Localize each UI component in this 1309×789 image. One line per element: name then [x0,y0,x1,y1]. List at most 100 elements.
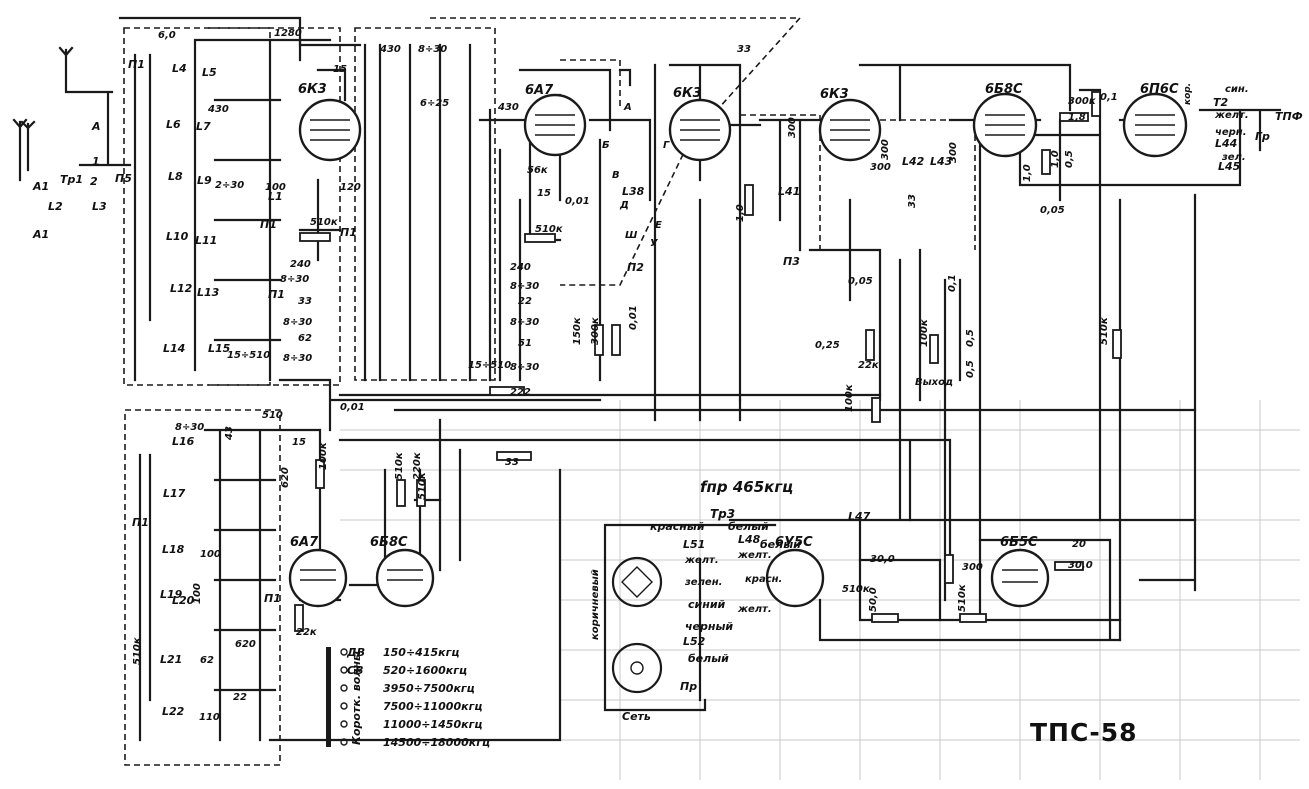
component-value-label: 0,5 [965,360,976,378]
component-value-label: 100к [919,319,930,347]
component-value-label: 510к [417,472,428,500]
inductor-label: L9 [197,174,212,187]
antenna-label: П5 [115,172,132,185]
switch-label: П1 [132,516,149,529]
antenna-label: 2 [90,175,98,188]
component-value-label: 6÷25 [420,98,449,109]
tube-label-v5: 6Б8С [985,82,1023,97]
component-value-label: 510к [132,637,143,665]
tube-envelope-v7 [288,548,348,608]
antenna-label: А [91,120,101,133]
component-value-label: 100к [318,442,329,470]
component-value-label: 1,8 [1068,112,1086,123]
component-value-label: 100 [200,549,221,560]
component-value-label: 8÷30 [283,353,312,364]
inductor-label: L4 [172,62,187,75]
band-code-label: ДВ [346,646,365,659]
power-sockets [611,556,663,694]
tube-label-v3: 6К3 [673,86,702,101]
component-value-label: 0,01 [340,402,365,413]
component-value-label: 510к [957,584,968,612]
component-value-label: 620 [280,467,291,488]
component-value-label: 220к [412,452,423,480]
misc-label: Е [655,220,662,231]
switch-label: П1 [268,288,285,301]
component-value-label: 300к [1068,96,1096,107]
inductor-label: L14 [163,342,185,355]
tube-label-v6: 6П6С [1140,82,1179,97]
component-value-label: 1280 [274,28,302,39]
inductor-label: L45 [1218,160,1241,173]
component-value-label: 30,0 [870,554,895,565]
speaker-label: Гр [1255,130,1270,143]
component-value-label: 50,0 [868,587,879,612]
band-list-title: Коротк. волны [350,651,363,745]
component-value-label: 0,25 [815,340,840,351]
component-value-label: 120 [340,182,361,193]
component-value-label: 62 [0,0,14,3]
switch-label: П1 [340,226,357,239]
tube-labels: 6К3 6А7 6К3 6К3 6Б8С 6П6С 6А7 6Б8С 6У5С … [290,82,1179,550]
component-value-label: 8÷30 [510,281,539,292]
component-value-label: 51 [518,338,532,349]
inductor-label: L43 [930,155,953,168]
component-value-label: 0,05 [848,276,873,287]
inductor-label: L12 [170,282,193,295]
transformer-wire-label: красн. [745,574,782,585]
component-value-label: 510к [842,584,870,595]
band-switch-bar [326,647,348,747]
component-value-label: 430 [379,44,401,55]
component-value-label: 0,1 [1100,92,1118,103]
antenna-label: L2 [48,200,63,213]
component-value-label: 430 [207,104,229,115]
inductor-label: L19 [160,588,183,601]
band-range-label: 7500÷11000кгц [383,700,482,713]
component-value-label: 300 [870,162,891,173]
model-badge: ТПС-58 [1030,718,1138,747]
antenna-label: L3 [92,200,107,213]
output-wire-label: черн. [1215,127,1247,138]
component-value-label: 510к [394,452,405,480]
misc-label: А [623,102,632,113]
tube-envelope-v9 [765,548,825,608]
component-value-label: 22к [296,627,317,638]
power-transformer-labels: Тр3 красный белый желт. зелен. синий чер… [590,507,801,723]
switch-label: П1 [128,58,145,71]
antenna-label: А1 [32,228,49,241]
inductor-label: L7 [196,120,211,133]
transformer-label: Тр3 [710,507,735,521]
inductor-label: L42 [902,155,925,168]
component-value-label: 43 [224,426,235,441]
component-value-label: 8÷30 [283,317,312,328]
antenna-labels: А А1 А1 Тр1 L2 L3 П5 1 2 [32,120,132,241]
inductor-label: L44 [1215,137,1237,150]
component-value-label: 240 [510,262,531,273]
inductor-label: L41 [778,185,800,198]
inductor-label: L38 [622,185,645,198]
component-value-label: 510к [1099,317,1110,345]
switch-label: П2 [627,261,644,274]
band-range-label: 150÷415кгц [383,646,460,659]
inductor-label: L5 [202,66,217,79]
if-frequency-label: fпр 465кгц [700,478,793,496]
misc-label: Д [619,200,629,211]
band-range-label: 11000÷1450кгц [383,718,482,731]
component-value-label: 15 [537,188,551,199]
transformer-wire-label: зелен. [684,577,722,588]
component-value-label: 620 [235,639,256,650]
tube-label-v9: 6У5С [775,535,813,550]
inductor-label: L15 [208,342,231,355]
band-range-label: 14500÷18000кгц [383,736,490,749]
tube-envelope-v10 [990,548,1050,608]
inductor-label: L21 [160,653,182,666]
component-value-label: 8÷30 [510,317,539,328]
component-value-label: 22к [858,360,879,371]
component-value-label: 300к [590,317,601,345]
misc-label: Г [663,140,670,151]
transformer-wire-label: синий [688,598,726,611]
component-value-label: 8÷30 [280,274,309,285]
